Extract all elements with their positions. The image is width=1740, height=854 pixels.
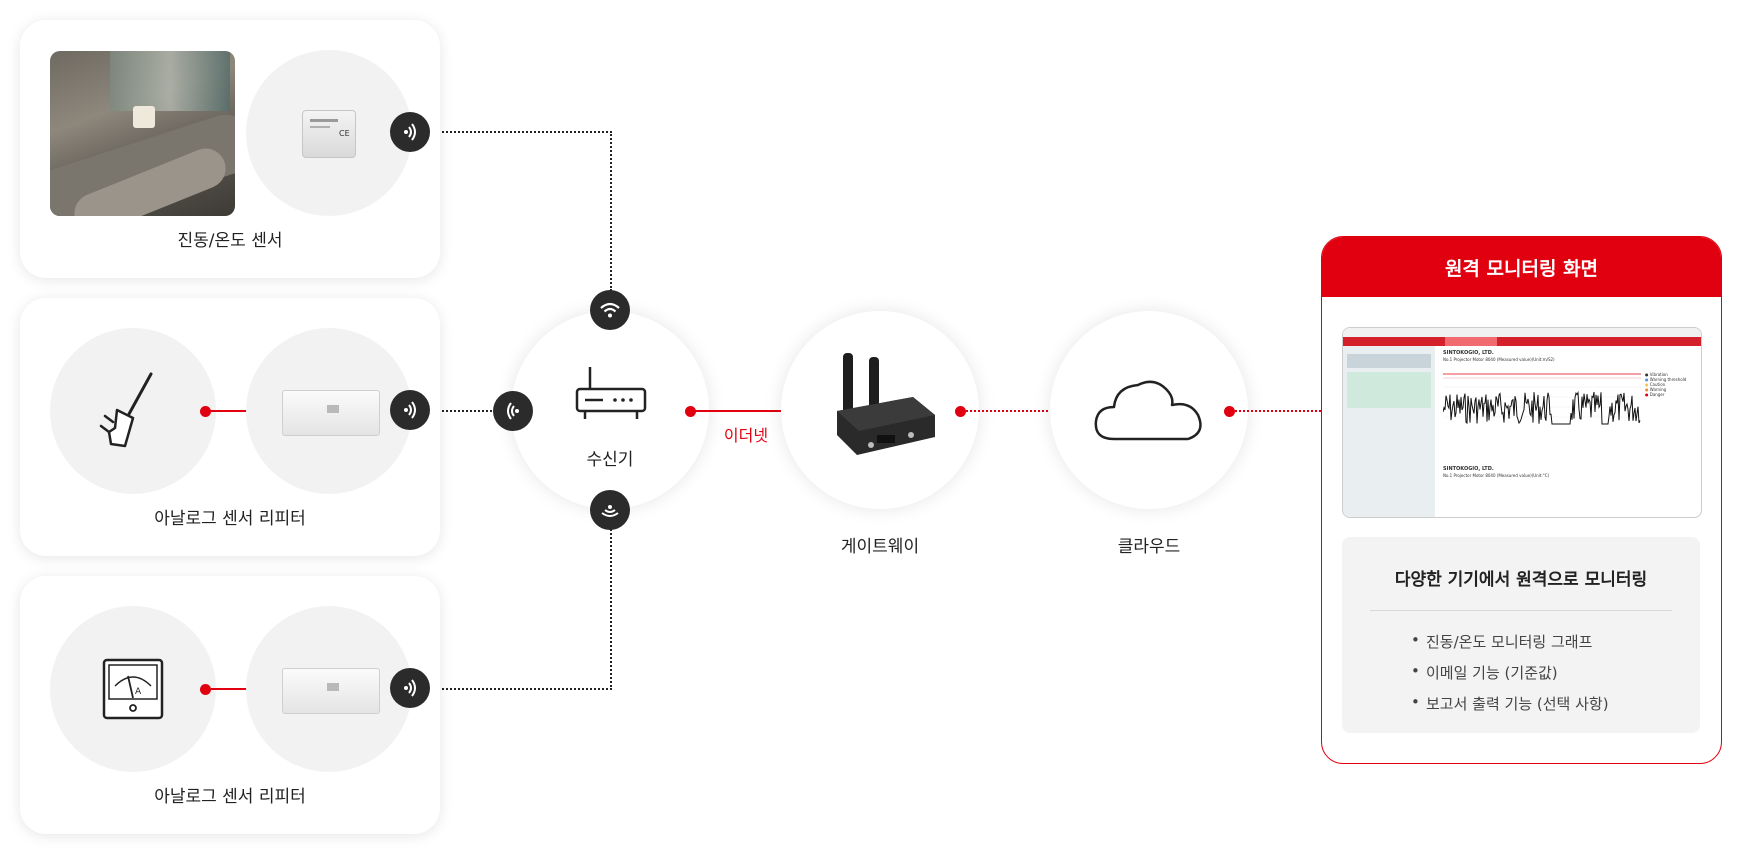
link-node — [1224, 406, 1235, 417]
connector-sensor3 — [430, 688, 612, 690]
feature-item: 이메일 기능 (기준값) — [1411, 662, 1558, 683]
divider — [1370, 610, 1672, 611]
link-line — [206, 688, 256, 690]
feature-item: 진동/온도 모니터링 그래프 — [1411, 631, 1592, 652]
wifi-icon — [590, 290, 630, 330]
probe-circle — [50, 328, 216, 494]
receiver-label: 수신기 — [586, 450, 634, 470]
repeater-circle — [246, 606, 412, 772]
monitoring-info-box: 다양한 기기에서 원격으로 모니터링 진동/온도 모니터링 그래프 이메일 기능… — [1342, 537, 1700, 733]
ethernet-label: 이더넷 — [723, 426, 769, 445]
sensor-label: 아날로그 센서 리피터 — [154, 509, 306, 529]
connector-sensor1 — [430, 131, 612, 133]
ammeter-icon: A — [102, 658, 164, 720]
link-line — [206, 410, 256, 412]
connector-sensor1-vertical — [610, 131, 612, 291]
wireless-signal-icon — [390, 112, 430, 152]
cloud-node — [1050, 311, 1248, 509]
wireless-signal-icon — [390, 668, 430, 708]
connector-sensor2 — [430, 410, 512, 412]
cloud-label: 클라우드 — [1117, 537, 1181, 557]
wireless-signal-icon — [390, 390, 430, 430]
sensor-panel-analog-1: 아날로그 센서 리피터 — [20, 298, 440, 556]
connector-sensor3-vertical — [610, 510, 612, 690]
receiver-node: 수신기 — [511, 311, 709, 509]
cloud-monitor-link — [1232, 410, 1340, 412]
repeater-device — [282, 668, 380, 714]
sensor-circle: CE — [246, 50, 412, 216]
cloud-icon — [1094, 380, 1202, 441]
meter-circle: A — [50, 606, 216, 772]
ethernet-line — [690, 410, 802, 412]
link-node — [200, 406, 211, 417]
sensor-label: 아날로그 센서 리피터 — [154, 787, 306, 807]
gateway-cloud-link — [962, 410, 1072, 412]
vibration-sensor-device: CE — [302, 110, 356, 158]
screen-chart1-title: No.1 Projector Motor 8040 (Measured valu… — [1443, 357, 1555, 362]
signal-receive-icon — [493, 391, 533, 431]
svg-text:A: A — [135, 687, 142, 697]
monitoring-screenshot: SINTOKOGIO, LTD. No.1 Projector Motor 80… — [1342, 327, 1702, 518]
vibration-chart-icon — [1443, 372, 1641, 434]
gateway-label: 게이트웨이 — [840, 537, 920, 557]
screen-company-2: SINTOKOGIO, LTD. — [1443, 466, 1494, 472]
machine-photo — [50, 51, 235, 216]
chart-legend: ● Vibration ● Warning threshold ● Cautio… — [1645, 372, 1687, 397]
screen-company: SINTOKOGIO, LTD. — [1443, 350, 1494, 356]
sensor-panel-analog-2: A 아날로그 센서 리피터 — [20, 576, 440, 834]
probe-icon — [99, 372, 153, 448]
repeater-circle — [246, 328, 412, 494]
monitoring-subtitle: 다양한 기기에서 원격으로 모니터링 — [1394, 570, 1648, 590]
repeater-device — [282, 390, 380, 436]
feature-item: 보고서 출력 기능 (선택 사항) — [1411, 693, 1609, 714]
gateway-device-icon — [837, 353, 935, 455]
router-icon — [575, 367, 647, 419]
link-node — [955, 406, 966, 417]
screen-chart2-title: No.1 Projector Motor 8040 (Measured valu… — [1443, 473, 1550, 478]
remote-monitoring-card: 원격 모니터링 화면 SINTOKOGIO, LTD. No.1 Project… — [1321, 236, 1722, 764]
monitoring-title: 원격 모니터링 화면 — [1322, 237, 1721, 297]
sensor-label: 진동/온도 센서 — [177, 231, 283, 251]
link-node — [200, 684, 211, 695]
signal-receive-icon — [590, 490, 630, 530]
sensor-panel-vibration: CE 진동/온도 센서 — [20, 20, 440, 278]
gateway-node — [781, 311, 979, 509]
